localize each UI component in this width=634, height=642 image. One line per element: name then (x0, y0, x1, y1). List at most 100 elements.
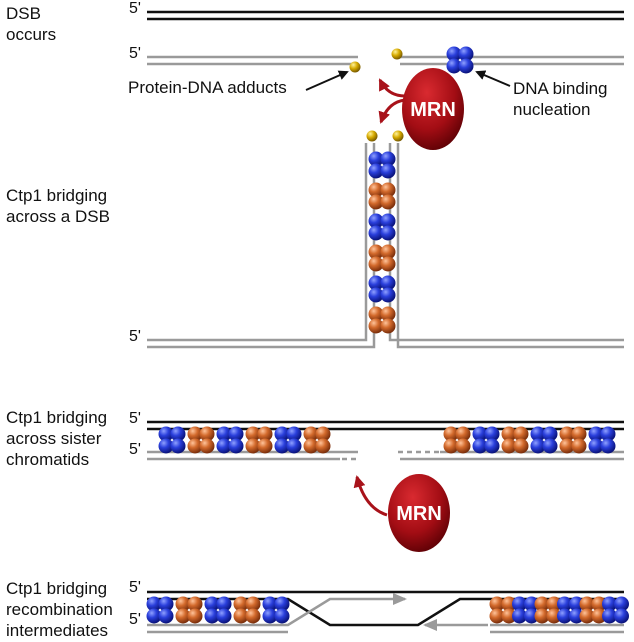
label-bridging-recomb: Ctp1 bridging recombination intermediate… (6, 578, 113, 641)
ctp1-subunit (455, 426, 471, 442)
adducts-label: Protein-DNA adducts (128, 78, 287, 97)
ctp1-subunit (228, 426, 244, 442)
ctp1-subunit (245, 426, 261, 442)
ctp1-subunit (443, 438, 459, 454)
ctp1-tetramer-blue (446, 46, 474, 74)
ctp1-tetramer-blue (602, 596, 629, 624)
ctp1-tetramer-blue (262, 596, 290, 624)
ctp1-subunit (571, 438, 587, 454)
ctp1-subunit (614, 608, 629, 624)
ctp1-subunit (546, 608, 562, 624)
five-prime-label: 5' (129, 441, 141, 458)
dna-binding-label: DNA binding nucleation (513, 78, 608, 120)
ctp1-subunit (501, 426, 517, 442)
mrn-arrow-up (378, 78, 406, 98)
ctp1-subunit (158, 426, 174, 442)
ctp1-subunit (245, 438, 261, 454)
ctp1-subunit (534, 608, 550, 624)
ctp1-subunit (588, 426, 604, 442)
panel-bridging-sister: MRN (147, 420, 624, 552)
ctp1-tetramer-blue (146, 596, 174, 624)
ctp1-subunit (368, 318, 384, 334)
five-prime-label: 5' (129, 0, 141, 17)
ctp1-subunit (315, 426, 331, 442)
ctp1-subunit (233, 608, 249, 624)
ctp1-tetramer-blue (446, 46, 474, 74)
ctp1-subunit (257, 426, 273, 442)
ctp1-subunit (187, 438, 203, 454)
ctp1-subunit (579, 596, 595, 612)
ctp1-subunit (274, 438, 290, 454)
protein-dna-adduct (391, 48, 403, 60)
five-prime-label: 5' (129, 579, 141, 596)
adducts-arrow (305, 70, 349, 91)
ctp1-tetramer-blue (368, 275, 396, 303)
ctp1-tetramer-blue (368, 151, 396, 179)
gray-strand-crossing (147, 593, 407, 627)
label-line: occurs (6, 25, 57, 44)
ctp1-subunit (204, 596, 220, 612)
ctp1-subunit (233, 596, 249, 612)
ctp1-subunit (571, 426, 587, 442)
ctp1-tetramer-orange (534, 596, 562, 624)
mrn-complex (388, 474, 450, 552)
ctp1-subunit (380, 287, 396, 303)
ctp1-subunit (557, 596, 572, 612)
ctp1-subunit (446, 58, 462, 74)
ctp1-tetramer-orange (559, 426, 587, 454)
ctp1-subunit (286, 438, 302, 454)
ctp1-subunit (600, 438, 616, 454)
ctp1-subunit (368, 213, 384, 229)
ctp1-subunit (199, 438, 215, 454)
ctp1-subunit (187, 426, 203, 442)
ctp1-subunit (368, 256, 384, 272)
ctp1-subunit (187, 596, 203, 612)
ctp1-subunit (158, 596, 174, 612)
ctp1-subunit (199, 426, 215, 442)
ctp1-subunit (501, 438, 517, 454)
ctp1-subunit (175, 596, 191, 612)
mrn-complex (402, 68, 464, 150)
ctp1-subunit (458, 46, 474, 62)
ctp1-tetramer-orange (245, 426, 273, 454)
ctp1-subunit (579, 608, 595, 624)
ctp1-subunit (489, 608, 505, 624)
ctp1-subunit (286, 426, 302, 442)
protein-dna-adduct (366, 130, 378, 142)
ctp1-subunit (600, 426, 616, 442)
ctp1-subunit (274, 596, 290, 612)
ctp1-subunit (569, 608, 584, 624)
ctp1-subunit (380, 163, 396, 179)
ctp1-tetramer-blue (158, 426, 186, 454)
ctp1-subunit (368, 244, 384, 260)
ctp1-subunit (588, 438, 604, 454)
ctp1-subunit (380, 225, 396, 241)
panel-dsb-occurs: MRN (147, 10, 624, 150)
ctp1-row (146, 596, 629, 624)
ctp1-subunit (559, 438, 575, 454)
ctp1-subunit (175, 608, 191, 624)
label-dsb-occurs: DSB occurs (6, 3, 56, 45)
ctp1-subunit (380, 213, 396, 229)
ctp1-subunit (489, 596, 505, 612)
label-bridging-sister: Ctp1 bridging across sister chromatids (6, 407, 107, 470)
ctp1-subunit (187, 608, 203, 624)
ctp1-subunit (274, 426, 290, 442)
ctp1-subunit (262, 596, 278, 612)
label-line: intermediates (6, 621, 109, 640)
ctp1-subunit (245, 608, 261, 624)
ctp1-subunit (524, 596, 539, 612)
panel-bridging-dsb (147, 130, 624, 349)
five-prime-label: 5' (129, 328, 141, 345)
ctp1-subunit (602, 596, 617, 612)
mrn-arrow-down (378, 98, 406, 124)
ctp1-subunit (216, 438, 232, 454)
ctp1-subunit (368, 194, 384, 210)
ctp1-subunit (368, 287, 384, 303)
ctp1-tetramer-blue (216, 426, 244, 454)
ctp1-subunit (484, 438, 500, 454)
ctp1-tetramer-orange (489, 596, 517, 624)
ctp1-tetramer-blue (368, 213, 396, 241)
ctp1-subunit (534, 596, 550, 612)
ctp1-subunit (380, 194, 396, 210)
